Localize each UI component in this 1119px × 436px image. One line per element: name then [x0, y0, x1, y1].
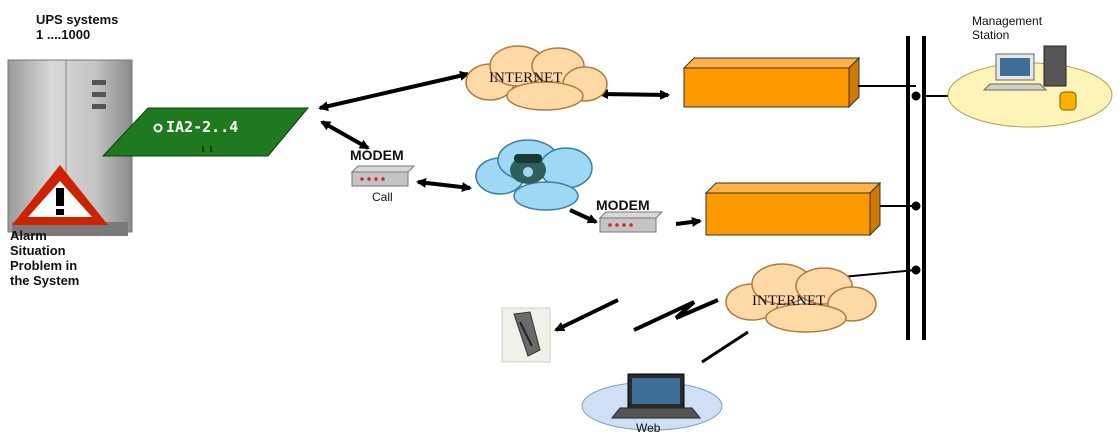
ups-title-line2: 1 ....1000 — [36, 27, 91, 42]
alarm-line-2: Situation — [10, 243, 66, 258]
ia2-card — [101, 107, 310, 157]
alarm-line-4: the System — [10, 273, 80, 288]
mobile-phone-icon — [501, 307, 551, 363]
station-line1: Management — [972, 14, 1043, 28]
orange-box-bottom — [704, 181, 882, 237]
management-station-icon — [947, 45, 1113, 128]
station-line2: Station — [972, 28, 1010, 42]
modem-device-2-icon — [598, 211, 664, 233]
modem-device-icon — [350, 165, 416, 187]
modem-label-2: MODEM — [596, 197, 650, 213]
connection-arrows — [318, 70, 749, 364]
internet-label-top: INTERNET — [489, 70, 563, 86]
alarm-line-1: Alarm — [10, 228, 47, 243]
call-caption: Call — [372, 190, 393, 204]
web-label: Web — [636, 421, 661, 435]
card-label: IA2-2..4 — [166, 118, 239, 136]
warning-icon — [12, 165, 108, 225]
internet-cloud-top — [465, 45, 608, 111]
telephone-icon — [510, 154, 546, 184]
network-bus — [809, 36, 968, 340]
ups-title-line1: UPS systems — [36, 12, 119, 27]
modem-label-1: MODEM — [350, 147, 404, 163]
internet-label-bottom: INTERNET — [752, 293, 826, 309]
internet-cloud-bottom — [725, 263, 877, 333]
web-laptop-icon — [581, 373, 723, 431]
alarm-line-3: Problem in — [10, 258, 78, 273]
orange-box-top — [682, 56, 861, 109]
